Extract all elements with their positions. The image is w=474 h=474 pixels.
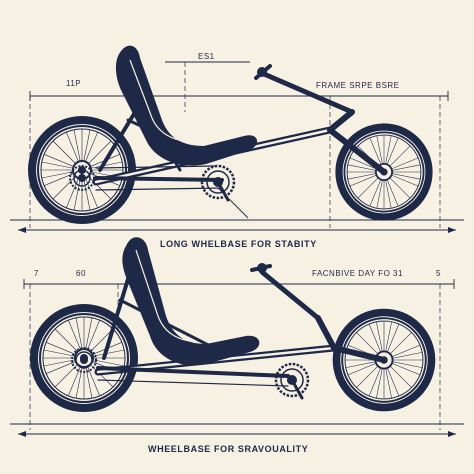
top-head-tube	[327, 109, 355, 133]
bottom-chain-stay	[96, 366, 290, 378]
bottom-bike: 7 60 FACNBIVE DAY FO 31 5	[10, 237, 464, 437]
top-chain-upper	[95, 165, 215, 169]
bottom-left-label-a: 7	[34, 269, 39, 278]
top-seat-stay	[98, 102, 142, 172]
bottom-left-label-b: 60	[76, 269, 86, 278]
bottom-right-label: 5	[436, 269, 441, 278]
top-front-fork	[327, 127, 387, 175]
bottom-arrow-left	[18, 431, 26, 437]
bottom-front-fork	[331, 345, 387, 363]
bottom-seat	[122, 237, 260, 366]
top-seat-label: ES1	[198, 52, 215, 61]
top-bike: ES1 11P FRAME SRPE BSRE	[10, 45, 464, 233]
bottom-frame-label: FACNBIVE DAY FO 31	[312, 269, 403, 278]
top-caption: LONG WHELBASE FOR STABITY	[160, 239, 317, 249]
top-chain-lower	[95, 187, 223, 191]
bottom-head-tube	[315, 315, 337, 351]
top-left-label: 11P	[66, 79, 81, 88]
bottom-seat-stay	[102, 264, 134, 360]
bottom-handlebar-stem	[259, 269, 321, 321]
bottom-chainring	[274, 362, 310, 400]
bottom-seat-rail	[118, 298, 224, 354]
top-chainring	[200, 164, 236, 202]
top-arrow-right	[448, 227, 456, 233]
top-frame-label: FRAME SRPE BSRE	[316, 81, 400, 90]
top-arrow-left	[18, 227, 26, 233]
bottom-caption: WHEELBASE FOR SRAVOUALITY	[148, 444, 308, 454]
bottom-chain-lower	[97, 379, 289, 387]
bottom-rear-cassette	[71, 347, 97, 373]
top-handlebar-stem	[261, 71, 355, 115]
top-seat	[115, 45, 258, 166]
bottom-arrow-right	[448, 431, 456, 437]
